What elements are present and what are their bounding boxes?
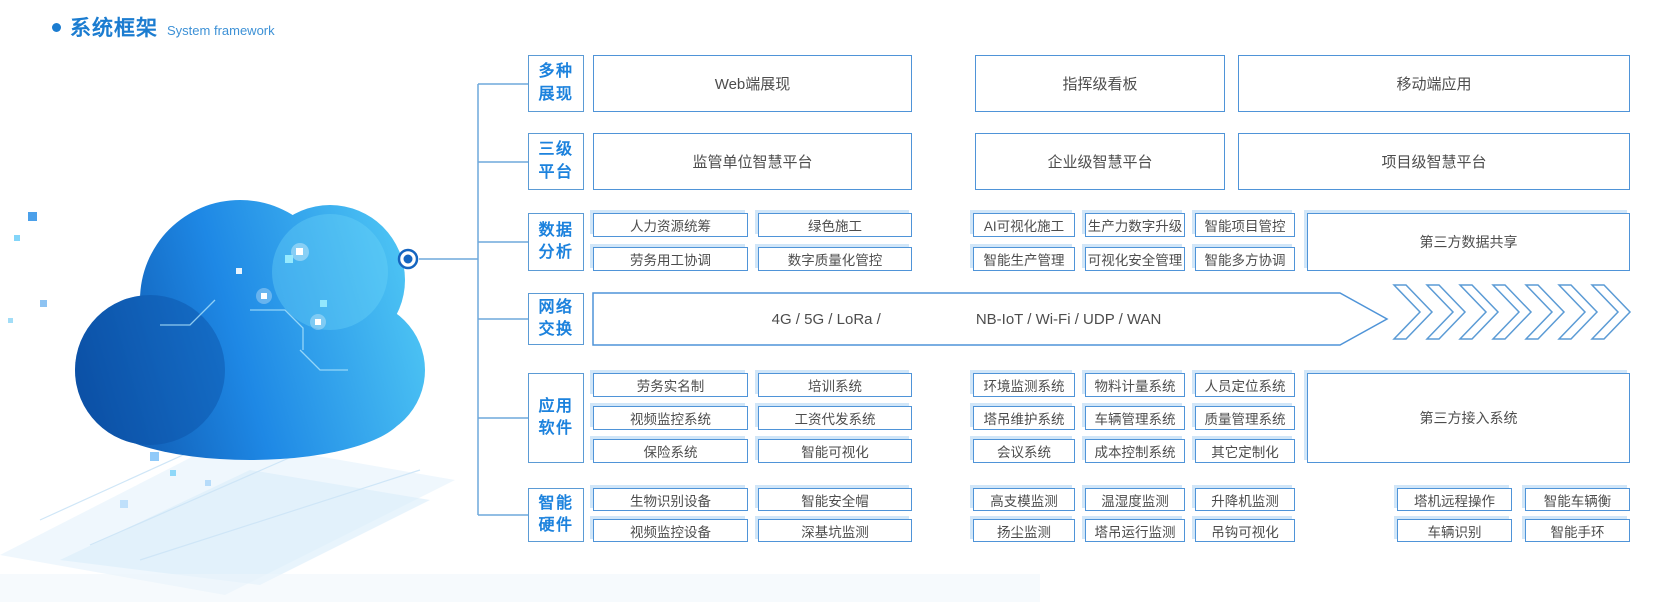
category-label-line: 分析 (538, 244, 574, 261)
framework-box: 可视化安全管理 (1085, 247, 1185, 271)
framework-box: 智能生产管理 (973, 247, 1075, 271)
category-label-data-analysis: 数据分析 (528, 213, 584, 271)
chevron-icon (1425, 284, 1467, 340)
framework-box: 人员定位系统 (1195, 373, 1295, 397)
chevron-icon (1458, 284, 1500, 340)
chevron-icon (1590, 284, 1632, 340)
framework-box: 数字质量化管控 (758, 247, 912, 271)
title-zh: 系统框架 (70, 17, 158, 40)
framework-box: 智能车辆衡 (1525, 488, 1630, 511)
framework-box: 视频监控系统 (593, 406, 748, 430)
platform-box: 移动端应用 (1238, 55, 1630, 112)
framework-box: 塔机远程操作 (1397, 488, 1512, 511)
framework-box: 塔吊维护系统 (973, 406, 1075, 430)
category-label-line: 三级 (538, 141, 574, 159)
category-label-line: 平台 (538, 163, 574, 181)
framework-box: 工资代发系统 (758, 406, 912, 430)
framework-box: 劳务实名制 (593, 373, 748, 397)
platform-box: 企业级智慧平台 (975, 133, 1225, 190)
chevron-icon (1557, 284, 1599, 340)
category-label-line: 多种 (538, 63, 574, 81)
framework-box: 劳务用工协调 (593, 247, 748, 271)
framework-box: 塔吊运行监测 (1085, 519, 1185, 542)
category-label-line: 交换 (538, 321, 574, 338)
framework-box: 升降机监测 (1195, 488, 1295, 511)
framework-box: 智能可视化 (758, 439, 912, 463)
framework-box: 吊钩可视化 (1195, 519, 1295, 542)
platform-box: 指挥级看板 (975, 55, 1225, 112)
chevron-arrows (1392, 284, 1632, 340)
cloud-graphic (75, 200, 425, 460)
framework-box: 绿色施工 (758, 213, 912, 237)
category-label-network-exchange: 网络交换 (528, 293, 584, 345)
framework-box: 会议系统 (973, 439, 1075, 463)
framework-box: 人力资源统筹 (593, 213, 748, 237)
decor-squares (8, 212, 211, 508)
network-protocol-text: 4G / 5G / LoRa / (771, 310, 881, 328)
framework-box: 高支模监测 (973, 488, 1075, 511)
category-label-line: 数据 (538, 221, 574, 239)
framework-box: 车辆管理系统 (1085, 406, 1185, 430)
framework-box: 深基坑监测 (758, 519, 912, 542)
platform-box: 项目级智慧平台 (1238, 133, 1630, 190)
category-label-line: 展现 (538, 85, 574, 103)
framework-box: AI可视化施工 (973, 213, 1075, 237)
framework-box: 成本控制系统 (1085, 439, 1185, 463)
category-label-line: 智能 (538, 494, 574, 512)
framework-box: 智能项目管控 (1195, 213, 1295, 237)
category-label-line: 应用 (538, 397, 574, 415)
category-label-three-level-platform: 三级平台 (528, 133, 584, 190)
network-bar (592, 292, 1389, 346)
category-label-smart-hardware: 智能硬件 (528, 488, 584, 542)
connector-lines (419, 83, 528, 516)
framework-box: 保险系统 (593, 439, 748, 463)
framework-box: 智能安全帽 (758, 488, 912, 511)
framework-box: 智能多方协调 (1195, 247, 1295, 271)
framework-box: 物料计量系统 (1085, 373, 1185, 397)
chevron-icon (1392, 284, 1434, 340)
framework-box: 培训系统 (758, 373, 912, 397)
platform-box: Web端展现 (593, 55, 912, 112)
framework-box: 温湿度监测 (1085, 488, 1185, 511)
category-label-line: 网络 (538, 298, 574, 316)
framework-box: 生物识别设备 (593, 488, 748, 511)
category-label-line: 软件 (538, 420, 574, 437)
chevron-icon (1524, 284, 1566, 340)
category-label-multi-display: 多种展现 (528, 55, 584, 112)
hub-node-icon (397, 248, 419, 270)
framework-box: 扬尘监测 (973, 519, 1075, 542)
platform-box: 监管单位智慧平台 (593, 133, 912, 190)
network-protocol-text: NB-IoT / Wi-Fi / UDP / WAN (975, 310, 1162, 328)
platform-graphic (0, 419, 1040, 602)
title-en: System framework (167, 23, 275, 38)
framework-box: 智能手环 (1525, 519, 1630, 542)
chevron-icon (1491, 284, 1533, 340)
third-party-box: 第三方数据共享 (1307, 213, 1630, 271)
network-protocols: 4G / 5G / LoRa / NB-IoT / Wi-Fi / UDP / W… (593, 293, 1340, 345)
framework-box: 其它定制化 (1195, 439, 1295, 463)
category-label-line: 硬件 (538, 517, 574, 534)
page-title: 系统框架 System framework (52, 12, 275, 42)
category-label-application-software: 应用软件 (528, 373, 584, 463)
framework-box: 生产力数字升级 (1085, 213, 1185, 237)
framework-box: 质量管理系统 (1195, 406, 1295, 430)
bullet-icon (52, 22, 61, 32)
framework-box: 车辆识别 (1397, 519, 1512, 542)
framework-box: 视频监控设备 (593, 519, 748, 542)
third-party-box: 第三方接入系统 (1307, 373, 1630, 463)
framework-box: 环境监测系统 (973, 373, 1075, 397)
